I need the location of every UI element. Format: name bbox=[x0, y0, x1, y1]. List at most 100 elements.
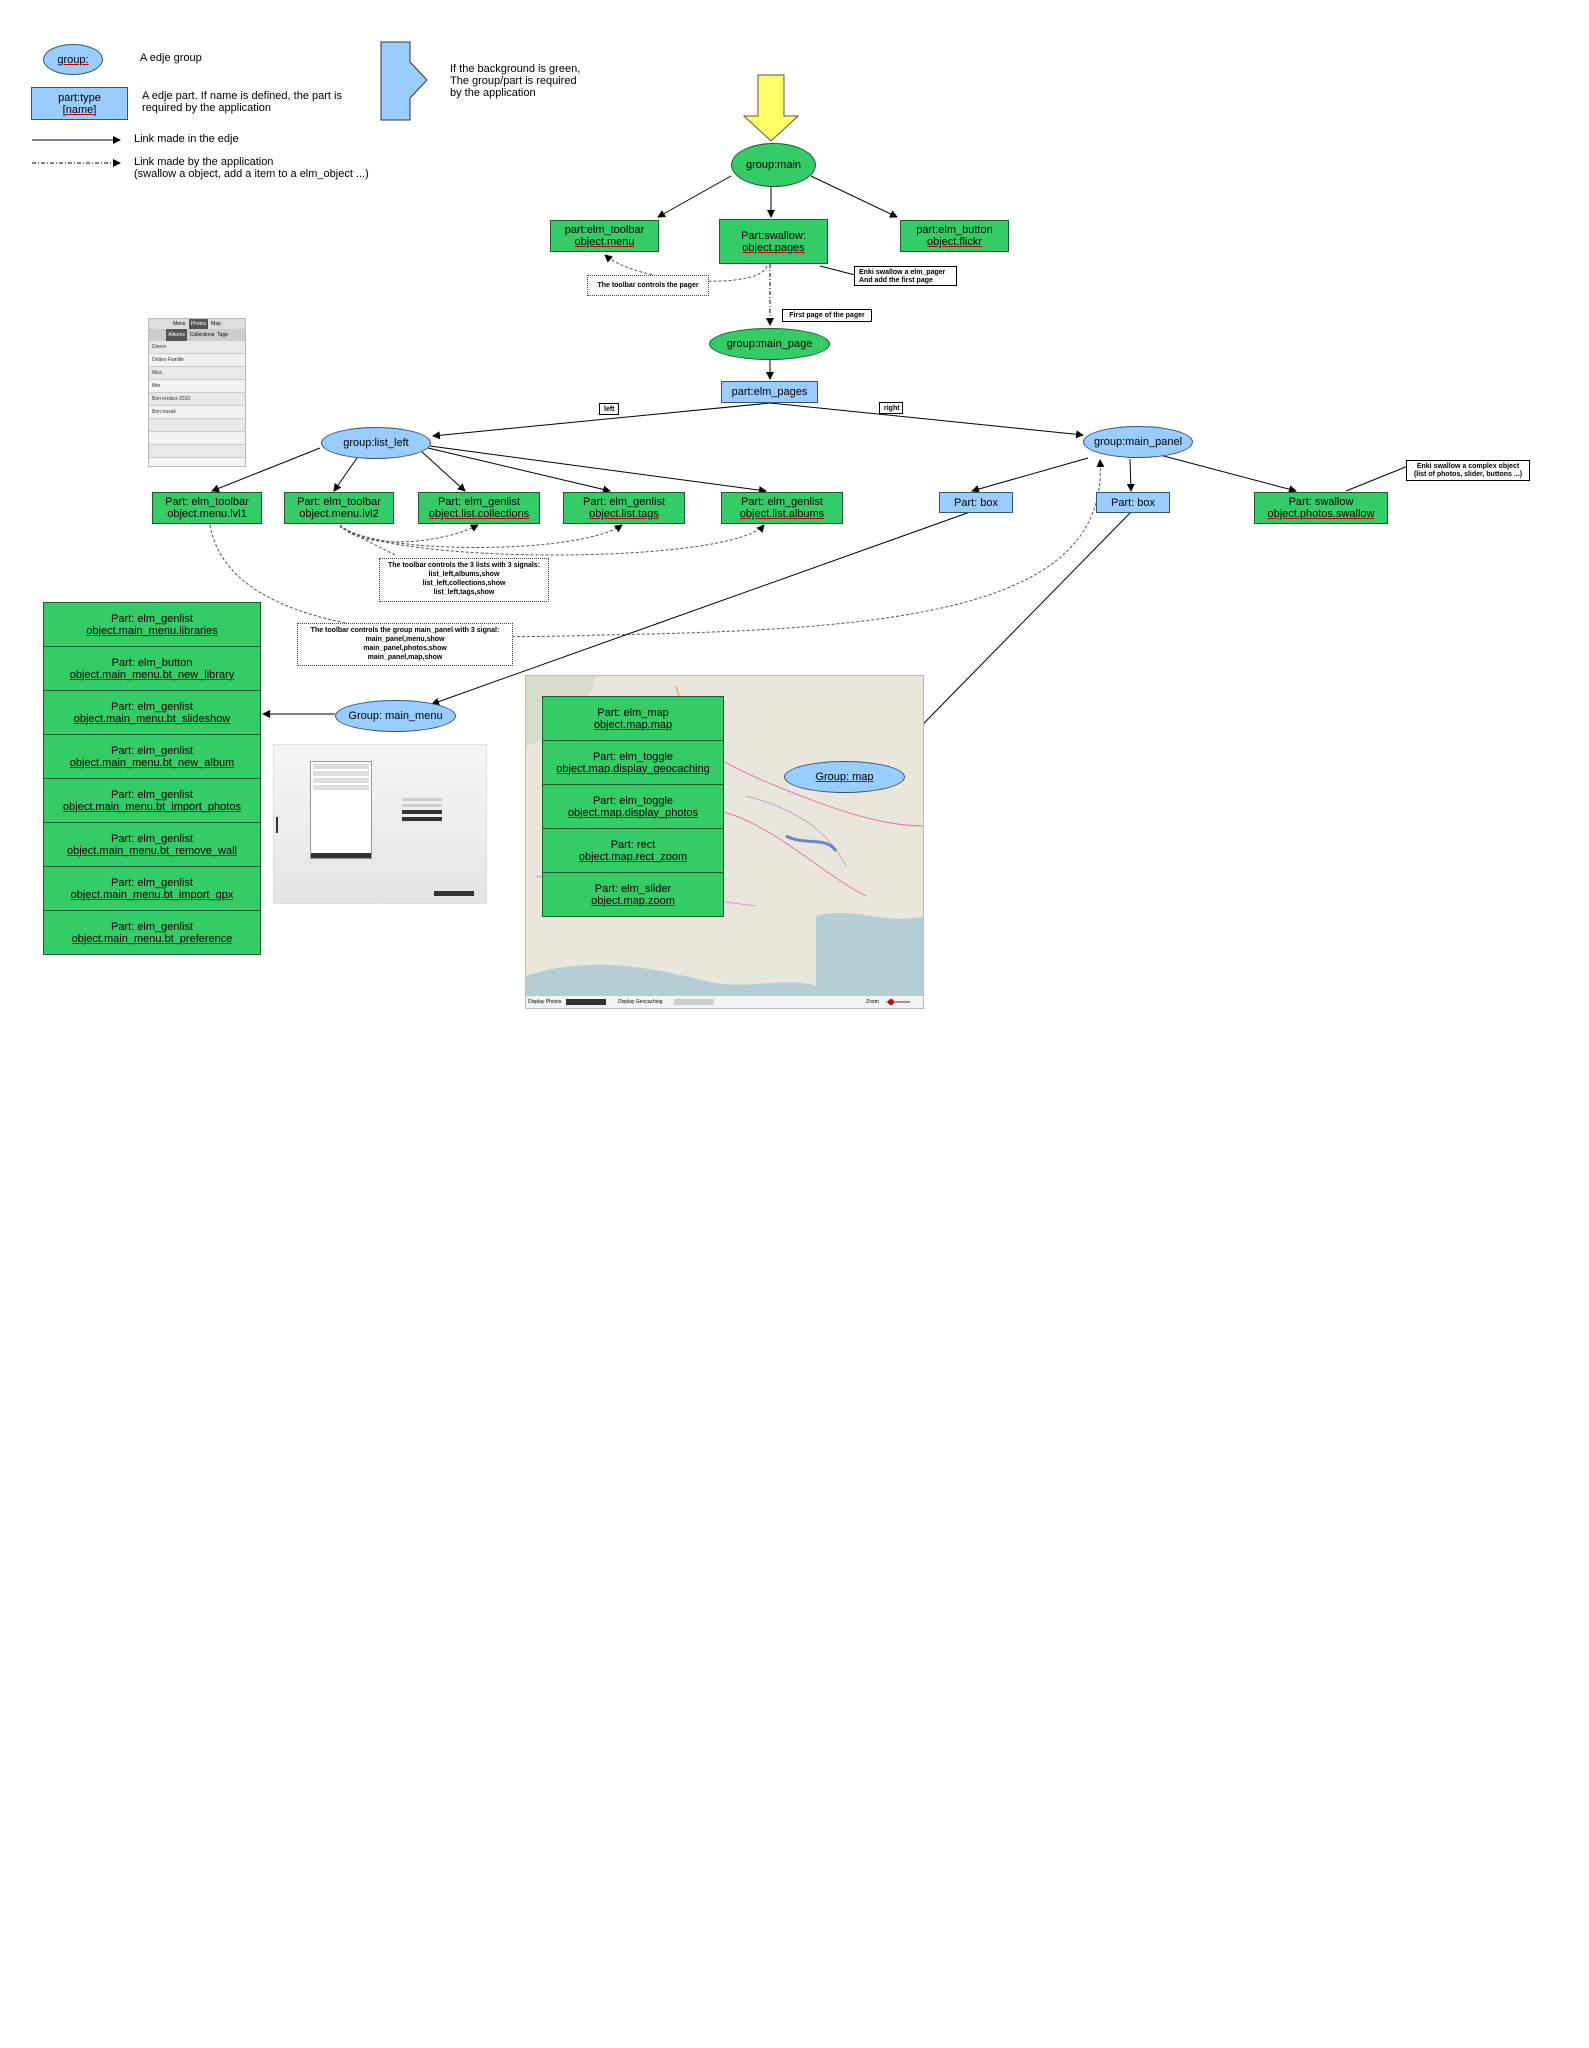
map-item-line1: Part: rect bbox=[610, 838, 656, 851]
screenshot-row: Misc bbox=[149, 367, 245, 380]
screenshot-row: Drôles Famille bbox=[149, 354, 245, 367]
entry-arrow-icon bbox=[742, 74, 800, 142]
node-swallow-pages-line1: Part:swallow: bbox=[741, 229, 806, 242]
legend-part-desc-line2: required by the application bbox=[142, 102, 272, 114]
edge-toolbar-pager bbox=[604, 254, 768, 282]
node-group-main-panel-label: group:main_panel bbox=[1093, 436, 1183, 448]
legend-group-label: group: bbox=[57, 53, 89, 66]
edge-pages-mainpanel bbox=[769, 402, 1084, 439]
screenshot-tab-photos: Photos bbox=[188, 319, 209, 329]
note-complex-line2: (list of photos, slider, buttons ...) bbox=[1413, 471, 1523, 478]
node-swallow-photos-line1: Part: swallow bbox=[1288, 496, 1354, 508]
map-item-line1: Part: elm_toggle bbox=[592, 750, 674, 763]
node-genlist-albums-line1: Part: elm_genlist bbox=[741, 496, 823, 508]
edge-listleft-lvl1 bbox=[211, 447, 321, 493]
node-swallow-photos-line2: object.photos.swallow bbox=[1267, 508, 1375, 520]
node-group-main-menu-label: Group: main_menu bbox=[348, 710, 443, 722]
legend-part-desc-line1: A edje part. If name is defined, the par… bbox=[142, 90, 342, 102]
legend-link-app-line1: Link made by the application bbox=[134, 156, 274, 168]
node-group-main: group:main bbox=[731, 143, 816, 187]
note-panel-line1: The toolbar controls the group main_pane… bbox=[310, 627, 500, 634]
node-genlist-albums-line2: object.list.albums bbox=[739, 508, 825, 520]
screenshot-row: fête bbox=[149, 380, 245, 393]
note-panel-line2: main_panel,menu,show bbox=[365, 636, 445, 643]
node-genlist-collections-line1: Part: elm_genlist bbox=[438, 496, 520, 508]
legend-part-box: part:type [name] bbox=[31, 87, 128, 120]
map-item-line1: Part: elm_toggle bbox=[592, 794, 674, 807]
main-menu-item-line2: object.main_menu.bt_preference bbox=[71, 932, 233, 945]
screenshot-row: Divers bbox=[149, 341, 245, 354]
screenshot-tabs: Menu Photos Map bbox=[149, 319, 245, 329]
map-item-line1: Part: elm_map bbox=[597, 706, 669, 719]
screenshot-row: Bon travail bbox=[149, 406, 245, 419]
node-toolbar-lvl2-line2: object.menu.lvl2 bbox=[299, 508, 379, 520]
node-genlist-albums: Part: elm_genlist object.list.albums bbox=[721, 492, 843, 524]
screenshot-menu-bar bbox=[434, 891, 474, 896]
node-part-elm-pages: part:elm_pages bbox=[721, 381, 818, 403]
node-button-flickr-line1: part:elm_button bbox=[916, 224, 993, 236]
edge-lvl2-collections bbox=[339, 524, 479, 543]
screenshot-row bbox=[149, 419, 245, 432]
main-menu-item-line2: object.main_menu.bt_import_photos bbox=[63, 800, 241, 813]
node-genlist-collections: Part: elm_genlist object.list.collection… bbox=[418, 492, 540, 524]
main-menu-item-line1: Part: elm_genlist bbox=[111, 876, 193, 889]
node-group-main-label: group:main bbox=[745, 159, 802, 171]
node-toolbar-lvl1-line1: Part: elm_toolbar bbox=[165, 496, 249, 508]
screenshot-subtab-tags: Tags bbox=[217, 332, 228, 338]
node-group-map: Group: map bbox=[784, 761, 905, 793]
node-button-flickr-line2: object.flickr bbox=[926, 236, 983, 248]
node-swallow-pages-line2: object.pages bbox=[742, 241, 805, 254]
edge-panel-box1 bbox=[971, 457, 1089, 493]
node-button-flickr: part:elm_button object.flickr bbox=[900, 220, 1009, 252]
legend-link-app-line2: (swallow a object, add a item to a elm_o… bbox=[134, 168, 369, 180]
node-toolbar-lvl1: Part: elm_toolbar object.menu.lvl1 bbox=[152, 492, 262, 524]
map-item-line1: Part: elm_slider bbox=[594, 882, 672, 895]
edge-box1-mainmenu bbox=[431, 511, 971, 706]
legend-green-desc: If the background is green, The group/pa… bbox=[450, 63, 580, 99]
main-menu-item-line2: object.main_menu.bt_new_library bbox=[69, 668, 235, 681]
node-genlist-tags: Part: elm_genlist object.list.tags bbox=[563, 492, 685, 524]
main-menu-item-line1: Part: elm_button bbox=[111, 656, 193, 669]
node-group-map-label: Group: map bbox=[815, 771, 874, 783]
main-menu-item-line2: object.main_menu.libraries bbox=[86, 624, 218, 637]
note-panel-line3: main_panel,photos,show bbox=[363, 645, 447, 652]
main-menu-item-line1: Part: elm_genlist bbox=[111, 788, 193, 801]
node-group-main-menu: Group: main_menu bbox=[335, 700, 456, 732]
edge-label-right: right bbox=[879, 402, 903, 414]
note-enki-pager-line1: Enki swallow a elm_pager bbox=[859, 269, 946, 276]
map-footer-zoom-slider bbox=[886, 1001, 910, 1003]
screenshot-tab-map: Map bbox=[211, 321, 221, 327]
edge-lvl2-albums bbox=[339, 524, 765, 556]
screenshot-subtab-albums: Albums bbox=[166, 329, 187, 341]
node-swallow-pages: Part:swallow: object.pages bbox=[719, 219, 828, 264]
edge-listleft-albums bbox=[429, 445, 767, 495]
screenshot-subtab-collections: Collections bbox=[189, 332, 215, 338]
edge-listleft-tags bbox=[427, 447, 611, 494]
edge-main-button bbox=[810, 175, 898, 218]
map-item-line2: object.map.map bbox=[593, 718, 673, 731]
node-toolbar-lvl2: Part: elm_toolbar object.menu.lvl2 bbox=[284, 492, 394, 524]
node-part-box-2-label: Part: box bbox=[1110, 496, 1156, 509]
note-3lists-line3: list_left,collections,show bbox=[422, 580, 506, 587]
screenshot-main-menu bbox=[273, 744, 487, 904]
note-enki-pager-line2: And add the first page bbox=[859, 277, 933, 284]
node-toolbar-menu-line2: object.menu bbox=[574, 236, 635, 248]
note-enki-swallow-pager: Enki swallow a elm_pager And add the fir… bbox=[854, 266, 957, 286]
node-genlist-collections-line2: object.list.collections bbox=[428, 508, 530, 520]
node-group-main-page: group:main_page bbox=[709, 328, 830, 360]
main-menu-item-line2: object.main_menu.bt_slideshow bbox=[73, 712, 231, 725]
node-part-elm-pages-label: part:elm_pages bbox=[731, 386, 808, 398]
map-footer-display-photos: Display Photos bbox=[528, 999, 562, 1005]
legend-green-line2: The group/part is required bbox=[450, 75, 577, 87]
legend-group-desc: A edje group bbox=[140, 52, 202, 64]
legend-part-desc: A edje part. If name is defined, the par… bbox=[142, 90, 342, 114]
